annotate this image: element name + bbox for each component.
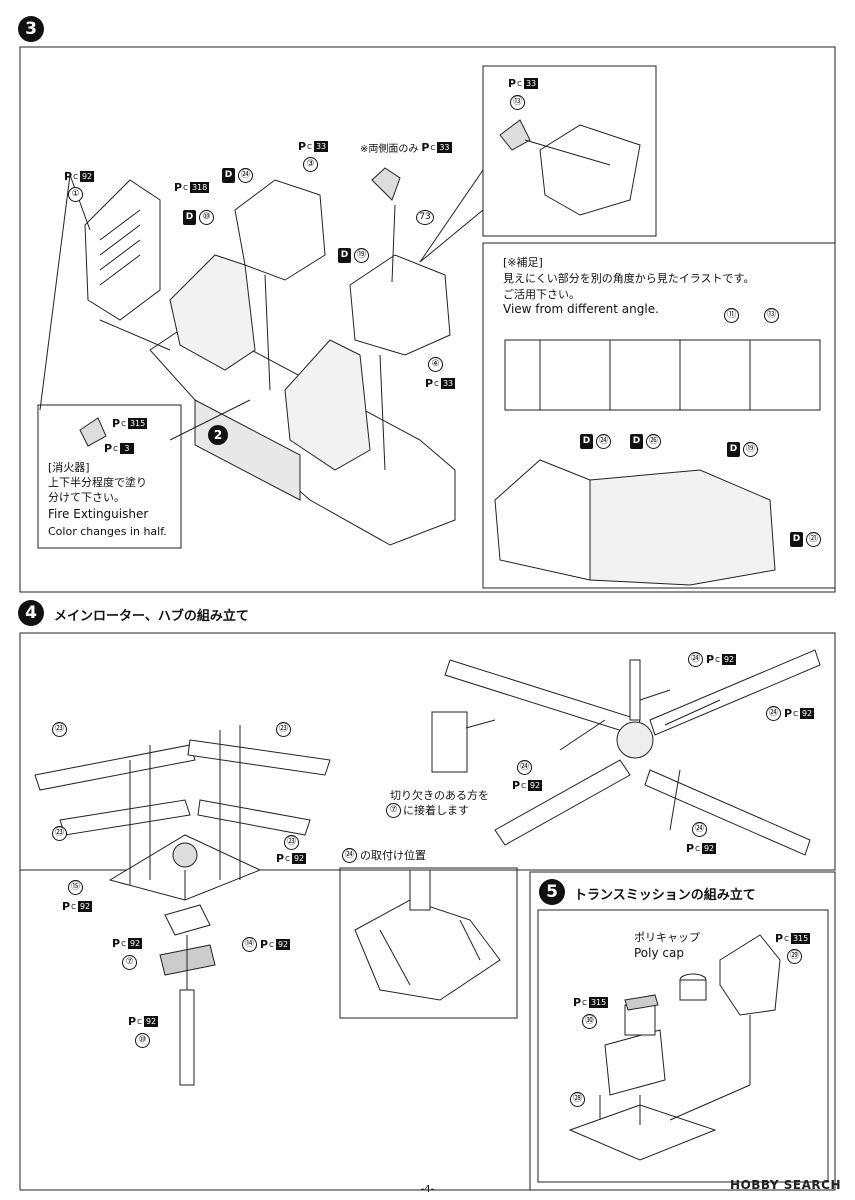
rotor-blade-23-d: ㉓ [284,835,299,850]
extinguisher-line2: 分けて下さい。 [48,491,125,504]
rotor-blade-23-b: ㉓ [276,722,291,737]
inset-top-frame [482,65,657,237]
step4-frame [19,632,836,871]
notch-note-line1: 切り欠きのある方を [390,789,489,802]
polycap-jp: ポリキャップ [634,931,700,944]
step5-title: トランスミッションの組み立て [574,888,756,903]
mount-detail-frame [339,867,518,1019]
part-7-number: ⑦ [122,955,137,970]
decal-icon: D [338,248,351,263]
part-4-number: ④ [428,357,443,372]
step3-badge: 3 [18,16,44,42]
rotor-part-24-c: ㉔ [517,760,532,775]
supplement-line1: 見えにくい部分を別の角度から見たイラストです。 [503,272,755,285]
supplement-title: [※補足] [503,256,543,269]
watermark: HOBBY SEARCH [730,1178,841,1192]
rotor-blade-23-c: ㉓ [52,826,67,841]
rotor-part-24-d: ㉔ [692,822,707,837]
decal-icon: D [630,434,643,449]
polycap-en: Poly cap [634,946,684,960]
decal-icon: D [222,168,235,183]
extinguisher-line1: 上下半分程度で塗り [48,476,147,489]
supp-part-13: ⑬ [764,308,779,323]
part-29-number: ㉙ [787,949,802,964]
supplement-line3: View from different angle. [503,302,659,316]
decal-icon: D [790,532,803,547]
part-15-number: ⑮ [68,880,83,895]
step4-badge: 4 [18,600,44,626]
decal-icon: D [727,442,740,457]
part-10-number: ⑩ [135,1033,150,1048]
step4-title: メインローター、ハブの組み立て [54,609,249,624]
inset-part-13: ⑬ [510,95,525,110]
extinguisher-line3: Fire Extinguisher [48,507,149,521]
part-1-number: ① [68,187,83,202]
step5-frame [529,871,836,1191]
decal-icon: D [580,434,593,449]
supplement-line2: ご活用下さい。 [503,288,580,301]
part-30-number: ㉚ [582,1014,597,1029]
page-number: -4- [420,1184,435,1195]
extinguisher-line4: Color changes in half. [48,525,167,538]
part-3-number: ③ [303,157,318,172]
decal-10-label: D①⑩ [183,210,214,225]
extinguisher-title: [消火器] [48,461,90,474]
part-73-number: 73 [416,210,434,225]
rotor-blade-23-a: ㉓ [52,722,67,737]
part-28-number: ㉘ [570,1092,585,1107]
step5-badge: 5 [539,879,565,905]
decal-icon: D [183,210,196,225]
supp-part-11: ⑪ [724,308,739,323]
assembly-ref-2: 2 [208,425,228,445]
inset-supplement-frame [482,242,836,589]
